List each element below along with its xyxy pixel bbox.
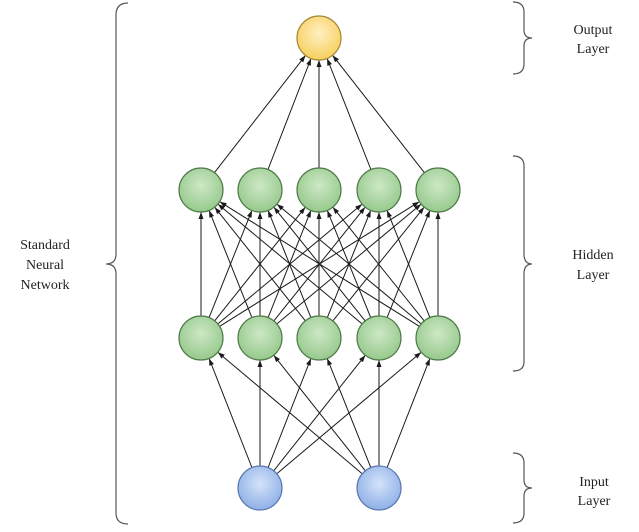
connection-hidden-2-0-to-output-0	[214, 55, 306, 173]
hidden-1-neuron-3	[296, 315, 342, 361]
input-layer-label-line1: Input	[579, 475, 609, 490]
connection-hidden-1-3-to-hidden-2-0	[217, 203, 363, 325]
network-label-line3: Network	[21, 278, 70, 293]
connection-input-0-to-hidden-1-0	[208, 358, 253, 468]
connection-hidden-2-1-to-output-0	[267, 58, 312, 170]
hidden-2-neuron-2	[237, 167, 283, 213]
connection-input-1-to-hidden-1-0	[217, 351, 363, 475]
connection-input-1-to-hidden-1-2	[326, 358, 372, 468]
connection-hidden-1-4-to-hidden-2-1	[276, 203, 422, 325]
neurons-group	[178, 15, 461, 511]
connection-hidden-1-4-to-hidden-2-3	[386, 210, 431, 318]
connection-hidden-1-4-to-hidden-2-0	[219, 201, 420, 327]
connection-hidden-1-4-to-hidden-2-2	[332, 206, 425, 322]
network-label-line2: Neural	[26, 258, 64, 273]
hidden-2-neuron-4	[356, 167, 402, 213]
hidden-1-neuron-5	[415, 315, 461, 361]
hidden-1-neuron-4	[356, 315, 402, 361]
hidden-2-neuron-1	[178, 167, 224, 213]
output-layer-brace	[512, 1, 533, 75]
input-layer-label-line2: Layer	[578, 494, 611, 509]
output-neuron-1	[296, 15, 342, 61]
connection-hidden-1-2-to-hidden-2-0	[214, 206, 306, 322]
hidden-layer-label-line2: Layer	[577, 268, 610, 283]
hidden-layer-brace	[512, 155, 533, 372]
connection-input-1-to-hidden-1-1	[273, 354, 366, 472]
hidden-2-neuron-5	[415, 167, 461, 213]
hidden-layer-label-line1: Hidden	[572, 248, 613, 263]
connections-group	[198, 54, 441, 475]
output-layer-label-line2: Layer	[577, 42, 610, 57]
connection-hidden-2-4-to-output-0	[332, 54, 425, 174]
hidden-1-neuron-2	[237, 315, 283, 361]
input-layer-brace	[512, 452, 533, 524]
hidden-2-neuron-3	[296, 167, 342, 213]
network-brace	[105, 2, 129, 525]
input-neuron-2	[356, 465, 402, 511]
connection-hidden-2-3-to-output-0	[326, 58, 372, 170]
output-layer-label-line1: Output	[574, 23, 613, 38]
connection-input-1-to-hidden-1-4	[386, 358, 431, 468]
input-neuron-1	[237, 465, 283, 511]
hidden-1-neuron-1	[178, 315, 224, 361]
connection-hidden-1-1-to-hidden-2-0	[208, 210, 253, 318]
network-label-line1: Standard	[20, 238, 70, 253]
